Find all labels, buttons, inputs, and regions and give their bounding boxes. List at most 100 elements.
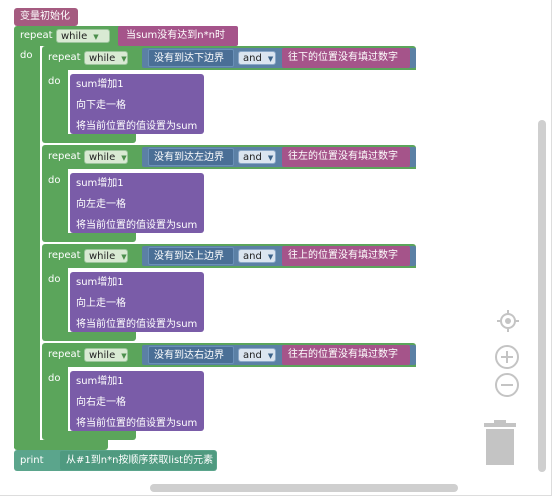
action-item: 将当前位置的值设置为sum [76,418,198,429]
inner-repeat-footer [42,134,136,143]
action-item: sum增加1 [76,79,124,90]
chevron-down-icon: ▼ [121,253,127,261]
inner-repeat-label: repeat [48,151,81,162]
inner-repeat-mode-dropdown[interactable]: while ▼ [84,249,128,263]
action-item: 将当前位置的值设置为sum [76,121,198,132]
outer-repeat-spine [14,46,40,448]
logic-and-block[interactable]: 没有到达上边界 and ▼ 往上的位置没有填过数字 [142,246,416,266]
operator-value: and [243,251,262,262]
inner-repeat-block[interactable]: repeat while ▼ 没有到达上边界 and ▼ 往上的位置没有填过数字 [42,244,416,268]
right-condition-block[interactable]: 往左的位置没有填过数字 [282,147,410,167]
trash-svg [484,420,516,465]
outer-condition-block[interactable]: 当sum没有达到n*n时 [118,26,238,46]
operator-value: and [243,53,262,64]
action-item: 向上走一格 [76,298,126,309]
inner-repeat-mode-dropdown[interactable]: while▼ [84,150,128,164]
print-value-block[interactable]: 从#1到n*n按顺序获取list的元素 [60,451,216,470]
operator-value: and [243,350,262,361]
inner-do-label: do [48,373,61,384]
inner-repeat-footer [42,431,136,440]
inner-repeat-mode-dropdown[interactable]: while ▼ [84,51,128,65]
zoom-in-svg [495,345,519,369]
chevron-down-icon: ▼ [121,154,127,162]
inner-repeat-spine [42,268,68,338]
chevron-down-icon: ▼ [121,352,127,360]
left-condition-label: 没有到达左边界 [154,152,224,163]
trash-icon[interactable] [482,420,518,466]
right-condition-label: 往下的位置没有填过数字 [288,52,398,63]
action-item: 将当前位置的值设置为sum [76,319,198,330]
crosshair-svg [497,310,519,332]
vertical-scrollbar[interactable] [538,120,546,472]
left-condition-block[interactable]: 没有到达上边界 [148,247,234,265]
chevron-down-icon: ▼ [267,352,274,360]
left-condition-label: 没有到达上边界 [154,251,224,262]
print-label: print [20,455,44,466]
inner-repeat-spine [42,367,68,437]
outer-repeat-mode-dropdown[interactable]: while▼ [56,29,110,43]
print-block[interactable]: print 从#1到n*n按顺序获取list的元素 [14,450,217,471]
inner-repeat-footer [42,332,136,341]
action-stack-block[interactable]: sum增加1 向下走一格将当前位置的值设置为sum [70,74,204,134]
chevron-down-icon: ▼ [267,253,274,261]
chevron-down-icon: ▼ [121,55,127,63]
logic-operator-dropdown[interactable]: and ▼ [238,348,276,362]
minus-icon[interactable] [494,372,520,398]
logic-and-block[interactable]: 没有到达左边界 and ▼ 往左的位置没有填过数字 [142,147,416,167]
outer-repeat-label: repeat [20,30,53,41]
left-condition-block[interactable]: 没有到达下边界 [148,49,234,67]
inner-do-label: do [48,274,61,285]
action-item: sum增加1 [76,277,124,288]
chevron-down-icon: ▼ [267,154,274,162]
inner-repeat-label: repeat [48,250,81,261]
chevron-down-icon: ▼ [93,33,99,41]
operator-value: and [243,152,262,163]
inner-repeat-mode-dropdown[interactable]: while▼ [84,348,128,362]
action-item: 将当前位置的值设置为sum [76,220,198,231]
action-stack-block[interactable]: sum增加1 向上走一格将当前位置的值设置为sum [70,272,204,332]
horizontal-scrollbar[interactable] [150,484,458,492]
inner-repeat-spine [42,169,68,239]
action-item: sum增加1 [76,178,124,189]
left-condition-label: 没有到达下边界 [154,53,224,64]
action-stack-block[interactable]: sum增加1 向左走一格将当前位置的值设置为sum [70,173,204,233]
crosshair-icon[interactable] [496,309,520,333]
right-condition-label: 往左的位置没有填过数字 [288,151,398,162]
action-item: 向下走一格 [76,100,126,111]
inner-mode-value: while [89,251,116,262]
logic-operator-dropdown[interactable]: and ▼ [238,150,276,164]
right-condition-label: 往右的位置没有填过数字 [288,349,398,360]
outer-repeat-block[interactable]: repeat while▼ 当sum没有达到n*n时 [14,26,238,46]
right-condition-block[interactable]: 往右的位置没有填过数字 [282,345,410,365]
zoom-out-svg [495,373,519,397]
logic-operator-dropdown[interactable]: and ▼ [238,51,276,65]
inner-do-label: do [48,76,61,87]
action-item: 向右走一格 [76,397,126,408]
print-value-label: 从#1到n*n按顺序获取list的元素 [66,455,214,466]
left-condition-label: 没有到达右边界 [154,350,224,361]
outer-condition-label: 当sum没有达到n*n时 [126,30,225,41]
inner-repeat-label: repeat [48,349,81,360]
right-condition-block[interactable]: 往下的位置没有填过数字 [282,48,410,68]
action-item: 向左走一格 [76,199,126,210]
right-condition-block[interactable]: 往上的位置没有填过数字 [282,246,410,266]
logic-operator-dropdown[interactable]: and ▼ [238,249,276,263]
plus-icon[interactable] [494,344,520,370]
outer-do-label: do [20,50,33,61]
inner-repeat-block[interactable]: repeat while ▼ 没有到达下边界 and ▼ 往下的位置没有填过数字 [42,46,416,70]
inner-repeat-label: repeat [48,52,81,63]
chevron-down-icon: ▼ [267,55,274,63]
left-condition-block[interactable]: 没有到达右边界 [148,346,234,364]
logic-and-block[interactable]: 没有到达下边界 and ▼ 往下的位置没有填过数字 [142,48,416,68]
init-variable-block[interactable]: 变量初始化 [14,8,78,26]
init-variable-label: 变量初始化 [20,11,70,22]
left-condition-block[interactable]: 没有到达左边界 [148,148,234,166]
inner-repeat-footer [42,233,136,242]
logic-and-block[interactable]: 没有到达右边界 and ▼ 往右的位置没有填过数字 [142,345,416,365]
right-condition-label: 往上的位置没有填过数字 [288,250,398,261]
inner-mode-value: while [89,53,116,64]
